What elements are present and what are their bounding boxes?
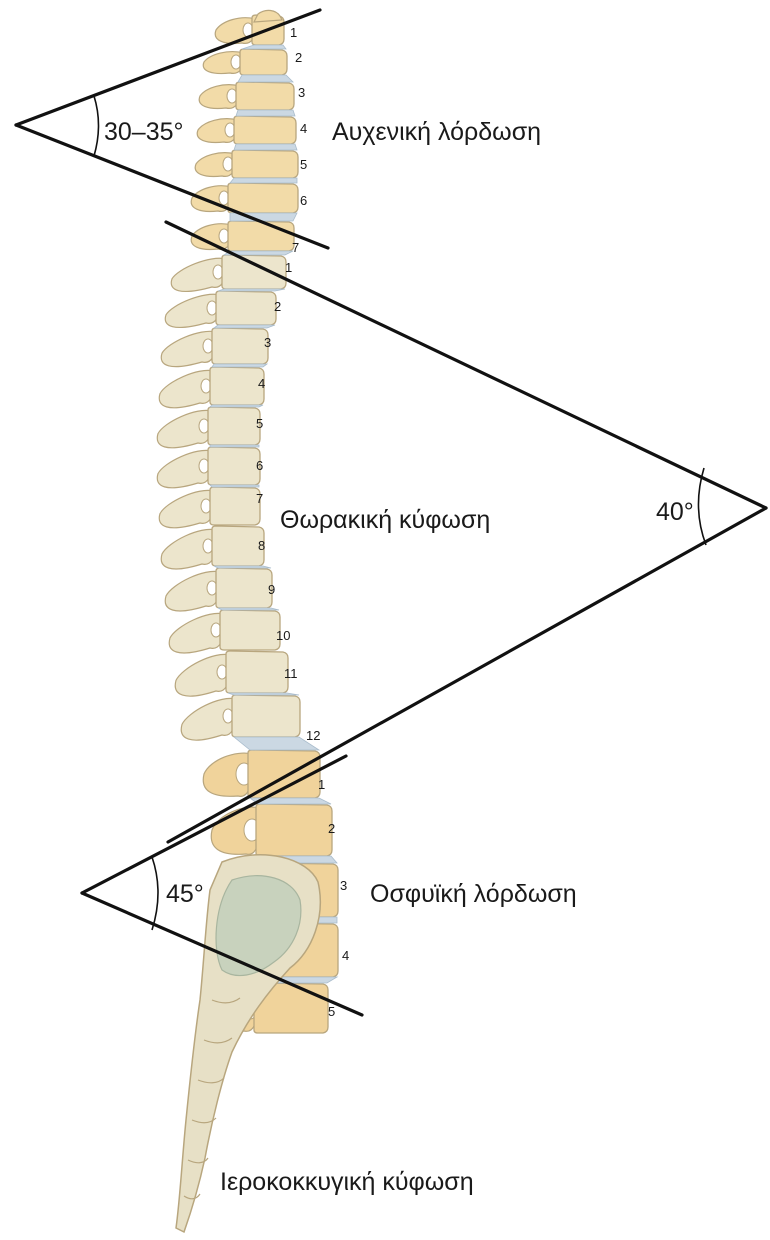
cervical-vertebral-body	[228, 183, 298, 213]
lumbar-vertebral-body	[256, 804, 332, 856]
lumbar-angle-arc	[152, 857, 158, 930]
cervical-vertebral-body	[228, 221, 294, 251]
lumbar-angle-label: 45°	[166, 880, 204, 908]
thoracic-vertebral-body	[210, 367, 264, 405]
lumbar-number: 1	[318, 777, 325, 792]
cervical-number: 1	[290, 25, 297, 40]
intervertebral-disc	[214, 325, 275, 328]
cervical-number: 3	[298, 85, 305, 100]
cervical-number: 6	[300, 193, 307, 208]
cervical-number: 4	[300, 121, 307, 136]
intervertebral-disc	[228, 693, 299, 695]
atlas-dens	[254, 10, 282, 22]
thoracic-number: 11	[284, 666, 298, 681]
thoracic-number: 1	[285, 260, 292, 275]
cervical-lordosis-label: Αυχενική λόρδωση	[332, 118, 541, 146]
thoracic-kyphosis-label: Θωρακική κύφωση	[280, 506, 490, 534]
thoracic-number: 7	[256, 491, 263, 506]
thoracic-vertebral-body	[210, 487, 260, 525]
thoracic-number: 5	[256, 416, 263, 431]
intervertebral-disc	[242, 45, 286, 49]
intervertebral-disc	[230, 178, 297, 183]
cervical-vertebral-body	[234, 116, 296, 144]
lumbar-number: 3	[340, 878, 347, 893]
intervertebral-disc	[214, 566, 271, 568]
thoracic-vertebral-body	[216, 568, 272, 608]
thoracic-vertebral-body	[222, 255, 286, 289]
thoracic-number: 12	[306, 728, 320, 743]
thoracic-number: 9	[268, 582, 275, 597]
thoracic-number: 2	[274, 299, 281, 314]
cervical-angle-arc	[94, 96, 99, 156]
cervical-vertebral-body	[240, 49, 287, 75]
thoracic-number: 3	[264, 335, 271, 350]
lumbar-number: 5	[328, 1004, 335, 1019]
thoracic-vertebral-body	[212, 328, 268, 364]
intervertebral-disc	[212, 364, 267, 367]
thoracic-number: 10	[276, 628, 290, 643]
intervertebral-disc	[234, 144, 297, 150]
intervertebral-disc	[210, 405, 263, 407]
thoracic-number: 4	[258, 376, 265, 391]
intervertebral-disc	[218, 608, 279, 610]
thoracic-number: 8	[258, 538, 265, 553]
intervertebral-disc	[210, 445, 259, 447]
cervical-number: 7	[292, 240, 299, 255]
intervertebral-disc	[210, 485, 259, 487]
cervical-angle-label: 30–35°	[104, 118, 184, 146]
intervertebral-disc	[218, 289, 285, 291]
intervertebral-disc	[238, 75, 293, 82]
thoracic-vertebral-body	[226, 651, 288, 693]
cervical-vertebral-body	[232, 150, 298, 178]
thoracic-vertebral-body	[232, 695, 300, 737]
thoracic-vertebral-body	[208, 407, 260, 445]
thoracic-vertebral-body	[208, 447, 260, 485]
sacrococcygeal-kyphosis-label: Ιεροκοκκυγική κύφωση	[220, 1168, 474, 1196]
thoracic-number: 6	[256, 458, 263, 473]
thoracic-vertebral-body	[220, 610, 280, 650]
thoracic-angle-label: 40°	[656, 498, 694, 526]
cervical-number: 2	[295, 50, 302, 65]
cervical-vertebral-body	[236, 82, 294, 110]
lumbar-number: 2	[328, 821, 335, 836]
intervertebral-disc	[236, 110, 295, 116]
lumbar-lordosis-label: Οσφυϊκή λόρδωση	[370, 880, 577, 908]
lumbar-number: 4	[342, 948, 349, 963]
thoracic-vertebral-body	[212, 526, 264, 566]
cervical-number: 5	[300, 157, 307, 172]
thoracic-vertebral-body	[216, 291, 276, 325]
